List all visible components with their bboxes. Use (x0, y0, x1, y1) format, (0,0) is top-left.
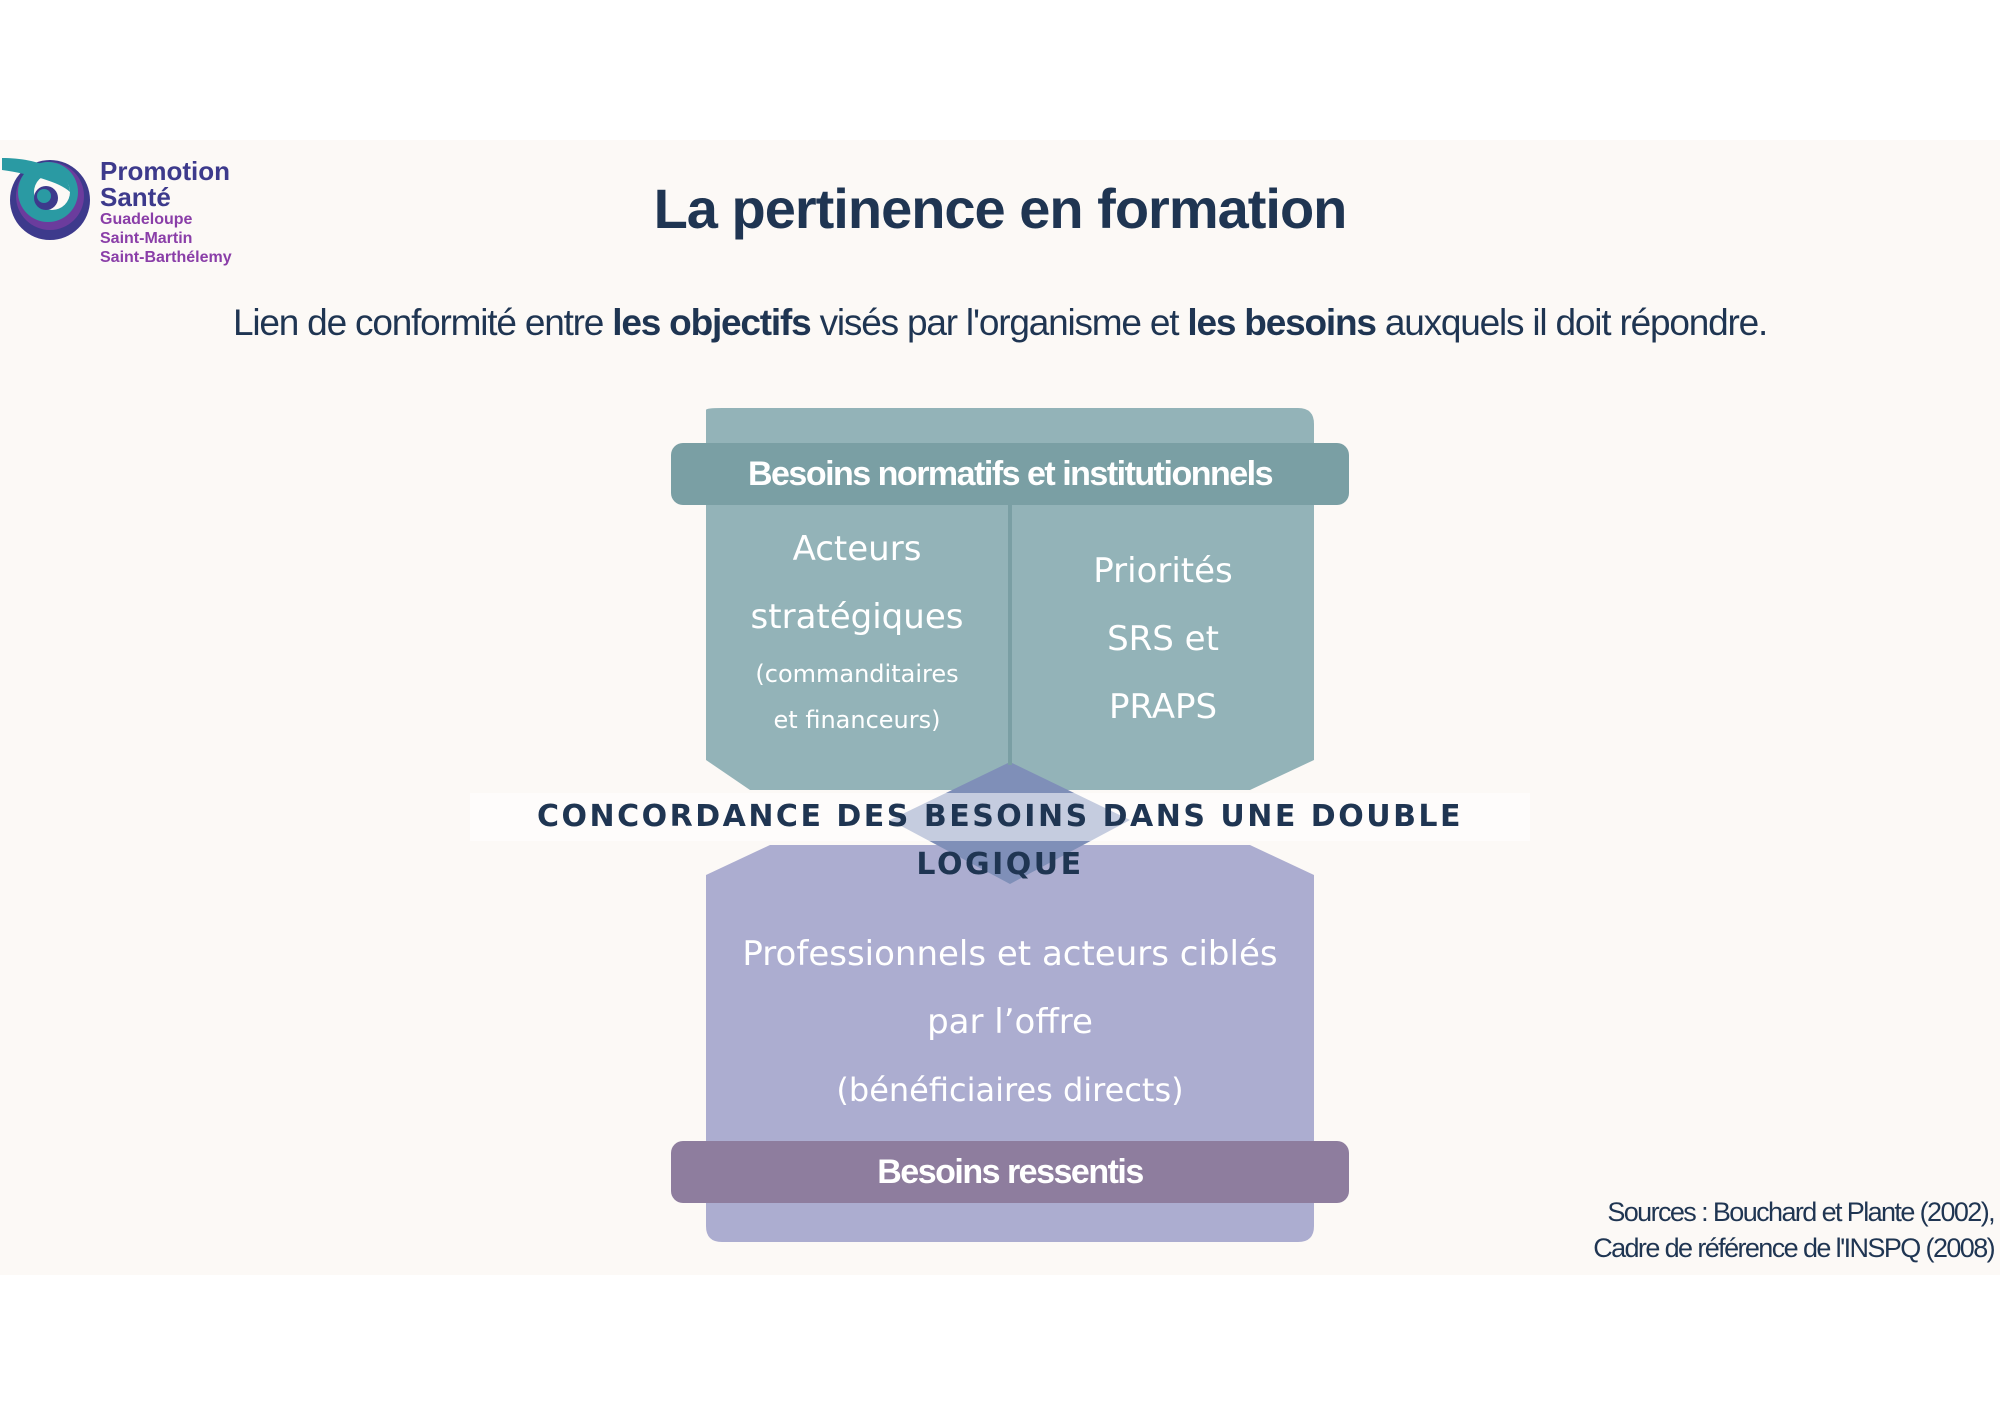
strategic-actors-line-4: et financeurs) (773, 706, 941, 734)
felt-needs-band: Besoins ressentis (671, 1141, 1349, 1203)
professionals-line-1: Professionnels et acteurs ciblés (742, 934, 1278, 974)
logo-text: Promotion Santé Guadeloupe Saint-Martin … (100, 158, 232, 267)
subtitle-bold-besoins: les besoins (1187, 302, 1377, 343)
strategic-actors-line-3: (commanditaires (755, 660, 959, 688)
priorities-line-1: Priorités (1093, 551, 1233, 591)
professionals-line-2: par l’offre (927, 1002, 1093, 1042)
strategic-actors-line-2: stratégiques (750, 597, 964, 637)
professionals-cell: Professionnels et acteurs ciblés par l’o… (712, 920, 1308, 1124)
sources-line-1: Sources : Bouchard et Plante (2002), (1607, 1197, 1995, 1227)
priorities-line-3: PRAPS (1108, 687, 1218, 727)
sources-line-2: Cadre de référence de l'INSPQ (2008) (1593, 1233, 1995, 1263)
subtitle-part-1: Lien de conformité entre (232, 302, 613, 343)
concordance-banner-background (470, 793, 1530, 841)
concordance-label: CONCORDANCE DES BESOINS DANS UNE DOUBLE … (536, 799, 1464, 882)
strategic-actors-cell: Acteurs stratégiques (commanditaires et … (712, 515, 1002, 743)
promotion-sante-logo: Promotion Santé Guadeloupe Saint-Martin … (0, 152, 250, 272)
slide-subtitle: Lien de conformité entre les objectifs v… (0, 302, 2000, 344)
normative-needs-band: Besoins normatifs et institutionnels (671, 443, 1349, 505)
strategic-actors-line-1: Acteurs (792, 529, 922, 569)
subtitle-part-2: visés par l'organisme et (810, 302, 1188, 343)
logo-sub-2: Saint-Martin (100, 230, 193, 247)
logo-line-2: Santé (100, 182, 171, 212)
logo-sub-1: Guadeloupe (100, 211, 193, 228)
priorities-line-2: SRS et (1107, 619, 1219, 659)
professionals-line-3: (bénéficiaires directs) (836, 1071, 1184, 1109)
sources-note: Sources : Bouchard et Plante (2002), Cad… (1593, 1194, 1995, 1266)
logo-sub-3: Saint-Barthélemy (100, 249, 232, 266)
priorities-cell: Priorités SRS et PRAPS (1018, 537, 1308, 741)
subtitle-bold-objectifs: les objectifs (612, 302, 811, 343)
logo-swirl-icon (2, 158, 90, 240)
logo-line-1: Promotion (100, 156, 230, 186)
slide-title: La pertinence en formation (653, 177, 1348, 240)
subtitle-part-3: auxquels il doit répondre. (1375, 302, 1768, 343)
